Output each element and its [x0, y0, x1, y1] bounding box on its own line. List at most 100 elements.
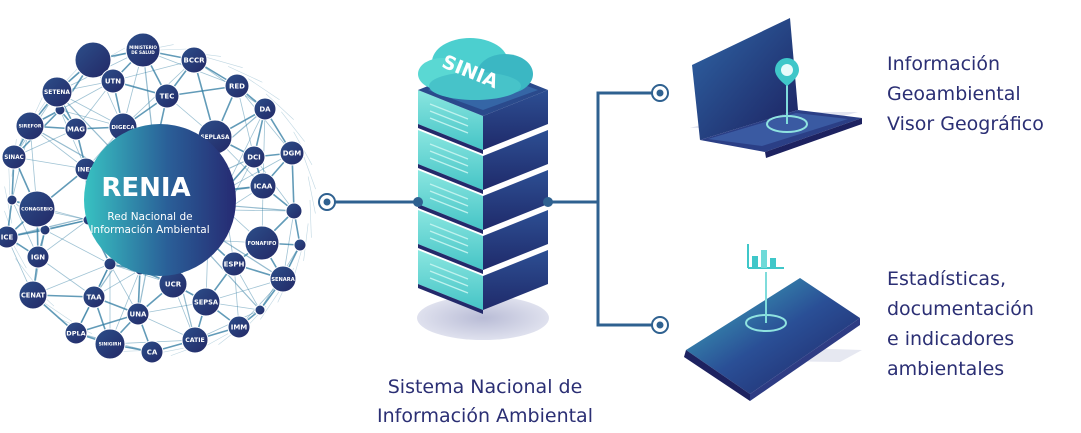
renia-title: RENIA [101, 173, 190, 203]
network-node [41, 76, 73, 108]
geo-output-label: Información Geoambiental Visor Geográfic… [887, 49, 1044, 139]
network-node-label: SINAC [4, 155, 24, 161]
network-link [260, 288, 282, 320]
network-dot [6, 194, 18, 206]
network-dot [254, 304, 266, 316]
network-node-label: CA [147, 348, 158, 356]
network-node [224, 73, 250, 99]
server-vent [429, 157, 469, 174]
network-node-label: DPLA [66, 329, 86, 337]
network-link [40, 300, 72, 322]
connector-lines [334, 91, 657, 327]
server-vent [429, 103, 469, 120]
network-node [26, 245, 50, 269]
network-node-label: CONAGEBIO [21, 207, 53, 213]
network-node-label: BCCR [184, 56, 206, 64]
network-node-label: UCR [165, 280, 182, 288]
network-node-label: SEPSA [194, 298, 219, 306]
network-node [64, 117, 88, 141]
network-node-label: DGM [283, 149, 302, 157]
server-vent [429, 277, 469, 294]
network-node [18, 190, 56, 228]
network-node-label: ICE [1, 233, 14, 241]
stats-output-label: Estadísticas, documentación e indicadore… [887, 264, 1034, 384]
network-link [225, 209, 295, 212]
network-node-label: ICAA [254, 182, 273, 190]
network-node [253, 97, 277, 121]
server-vent [429, 110, 469, 127]
network-node-label: CATIE [185, 337, 205, 344]
network-link [206, 57, 243, 68]
network-node [0, 225, 19, 249]
server-vent [429, 117, 469, 134]
network-node-label: DA [259, 105, 271, 113]
connector-dot-left [318, 193, 336, 211]
server-face-right [483, 250, 548, 310]
network-link [265, 93, 294, 120]
network-node [125, 32, 161, 68]
network-node-label: IGN [31, 253, 45, 261]
server-face-right [483, 90, 548, 150]
laptop-illustration [690, 18, 862, 158]
server-edge [418, 244, 483, 274]
network-node [15, 111, 45, 141]
geo-line-1: Información [887, 53, 1000, 75]
sinia-server: SINIA [413, 38, 553, 340]
sinia-caption: Sistema Nacional de Información Ambienta… [360, 373, 610, 431]
server-vent [429, 197, 469, 214]
network-node [221, 251, 247, 277]
network-node-label: IMM [231, 323, 248, 331]
network-node-label: RED [229, 82, 245, 90]
network-node-label: ESPH [224, 260, 245, 268]
network-link [44, 229, 111, 265]
network-node [242, 145, 266, 169]
network-node-label: SETENA [44, 89, 70, 96]
network-node [249, 172, 277, 200]
network-node-label: UTN [105, 77, 121, 85]
network-node-label: UNA [130, 310, 148, 318]
server-face-right [483, 130, 548, 190]
network-node [227, 315, 251, 339]
network-node [100, 68, 126, 94]
network-link [8, 162, 11, 201]
network-node-label: FONAFIFO [248, 241, 278, 247]
network-link [307, 176, 316, 214]
network-node [244, 225, 280, 261]
server-vent [429, 183, 469, 200]
network-dot [103, 257, 117, 271]
map-pin-icon [775, 58, 799, 86]
network-link [303, 223, 309, 261]
server-edge [418, 164, 483, 194]
server-vent [429, 143, 469, 160]
network-node [269, 265, 297, 293]
network-node [191, 287, 221, 317]
network-node [1, 144, 27, 170]
network-link [4, 186, 13, 224]
network-node [279, 140, 305, 166]
network-link [248, 78, 280, 100]
network-link [302, 153, 316, 190]
network-node-label: MAG [67, 125, 85, 133]
network-link [112, 59, 195, 82]
server-edge [418, 284, 483, 314]
network-node-label: CENAT [21, 291, 46, 299]
stats-line-3: e indicadores [887, 328, 1015, 350]
network-link [309, 199, 312, 238]
network-dot [293, 238, 307, 252]
server-vent [429, 150, 469, 167]
server-vent [429, 223, 469, 240]
network-node-label: SINIGIRH [99, 342, 122, 348]
server-vent [429, 263, 469, 280]
network-node-label: TAA [86, 293, 102, 301]
network-dot [285, 202, 303, 220]
network-node [94, 328, 126, 360]
network-dot [74, 41, 112, 79]
sinia-caption-line2: Información Ambiental [377, 405, 593, 427]
server-vent [429, 230, 469, 247]
renia-subtitle-line2: Información Ambiental [90, 224, 209, 236]
network-node [18, 280, 48, 310]
